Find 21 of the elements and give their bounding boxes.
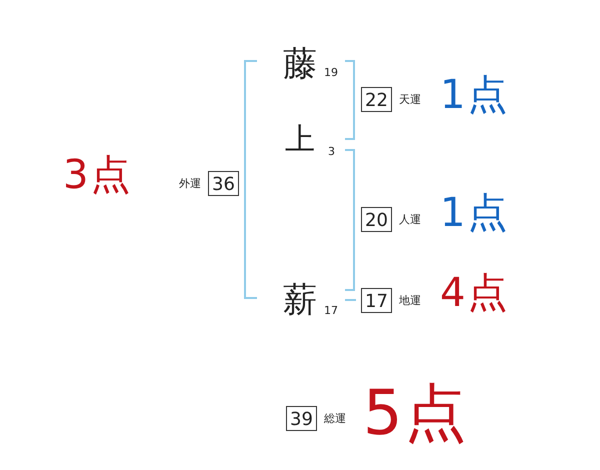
score-text: 5点 [363,382,468,444]
fortune-label: 人運 [398,213,421,226]
score-text: 1点 [440,193,510,233]
score-text: 1点 [440,75,510,115]
number-box: 39 [286,406,317,431]
score-text: 4点 [440,273,510,313]
number-box: 22 [361,87,392,112]
fortune-label: 総運 [324,412,346,425]
kanji-character: 薪 [283,283,317,317]
number-box: 36 [208,171,239,196]
stroke-count: 17 [324,305,338,316]
score-text: 3点 [63,155,132,195]
number-box: 20 [361,207,392,232]
stroke-count: 19 [324,67,338,78]
stroke-count: 3 [328,146,335,157]
fortune-label: 天運 [398,93,421,106]
fortune-label: 外運 [179,177,201,190]
fortune-label: 地運 [398,294,421,307]
kanji-character: 上 [285,125,315,155]
kanji-character: 藤 [283,47,317,81]
number-box: 17 [361,288,392,313]
